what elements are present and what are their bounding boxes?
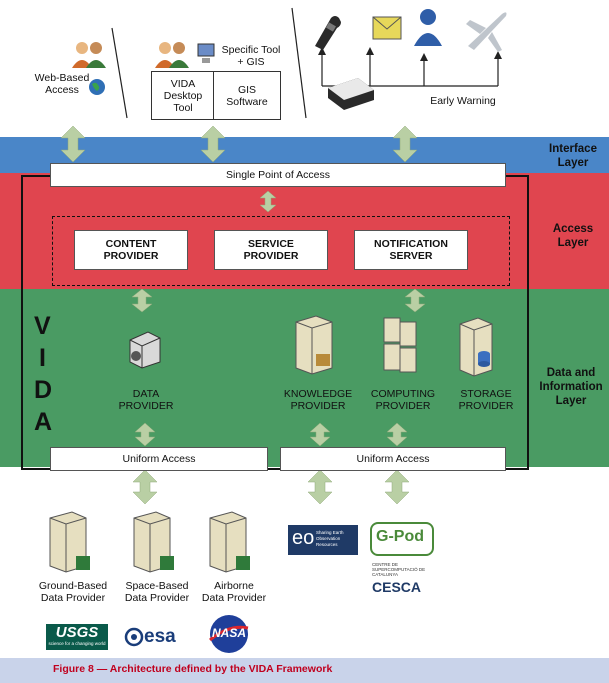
vida-letter-i: I xyxy=(39,344,46,372)
uniform-access-box-2: Uniform Access xyxy=(280,447,506,471)
airborne-provider-label: Airborne Data Provider xyxy=(201,580,267,604)
email-icon xyxy=(372,16,402,40)
data-information-layer-label: Data and Information Layer xyxy=(539,367,603,407)
access-providers-container xyxy=(52,216,510,286)
notification-server-box: NOTIFICATION SERVER xyxy=(354,230,468,270)
esa-logo: esa xyxy=(124,624,190,650)
service-provider-box: SERVICE PROVIDER xyxy=(214,230,328,270)
vida-letter-v: V xyxy=(34,312,51,340)
space-based-server-icon xyxy=(133,511,174,573)
specific-tool-label: Specific Tool + GIS xyxy=(221,44,281,68)
content-provider-box: CONTENT PROVIDER xyxy=(74,230,188,270)
eo-logo: eo Sharing Earth Observation Resources xyxy=(288,525,358,555)
gpod-logo: G-Pod xyxy=(370,522,434,556)
airplane-icon xyxy=(466,12,507,52)
knowledge-provider-label: KNOWLEDGE PROVIDER xyxy=(283,388,353,412)
usgs-logo: USGS science for a changing world xyxy=(46,624,108,650)
vida-letter-d: D xyxy=(34,376,53,404)
vida-desktop-tool-box: VIDA Desktop Tool xyxy=(151,71,215,120)
interface-layer-label: Interface Layer xyxy=(549,143,597,169)
early-warning-label: Early Warning xyxy=(430,95,496,107)
ground-based-provider-label: Ground-Based Data Provider xyxy=(38,580,108,604)
mobile-phone-icon xyxy=(315,16,341,50)
ground-based-server-icon xyxy=(49,511,90,573)
figure-caption-bar: Figure 8 — Architecture defined by the V… xyxy=(0,658,609,683)
single-point-of-access-box: Single Point of Access xyxy=(50,163,506,187)
computing-provider-label: COMPUTING PROVIDER xyxy=(370,388,436,412)
users-icon xyxy=(72,42,106,68)
uniform-access-box-1: Uniform Access xyxy=(50,447,268,471)
storage-provider-icon xyxy=(459,317,493,377)
nasa-logo: NASA xyxy=(206,614,252,654)
airborne-server-icon xyxy=(209,511,250,573)
vida-letter-a: A xyxy=(34,408,53,436)
web-based-access-label: Web-Based Access xyxy=(34,72,90,96)
figure-caption: Figure 8 — Architecture defined by the V… xyxy=(53,663,333,675)
space-based-provider-label: Space-Based Data Provider xyxy=(124,580,190,604)
storage-provider-label: STORAGE PROVIDER xyxy=(458,388,514,412)
knowledge-provider-icon xyxy=(295,315,333,375)
gis-software-box: GIS Software xyxy=(213,71,281,120)
early-warning-device-icon xyxy=(328,78,374,110)
person-icon xyxy=(414,9,442,46)
desktop-users-icon xyxy=(155,42,189,68)
access-layer-label: Access Layer xyxy=(552,223,594,249)
cesca-logo: CENTRE DE SUPERCOMPUTACIÓ DE CATALUNYA C… xyxy=(372,562,426,595)
data-provider-label: DATA PROVIDER xyxy=(118,388,174,412)
computing-provider-icon xyxy=(383,317,417,373)
data-information-layer-band xyxy=(0,289,609,467)
computer-icon xyxy=(197,43,215,63)
data-provider-icon xyxy=(129,331,161,369)
globe-icon xyxy=(89,79,105,95)
